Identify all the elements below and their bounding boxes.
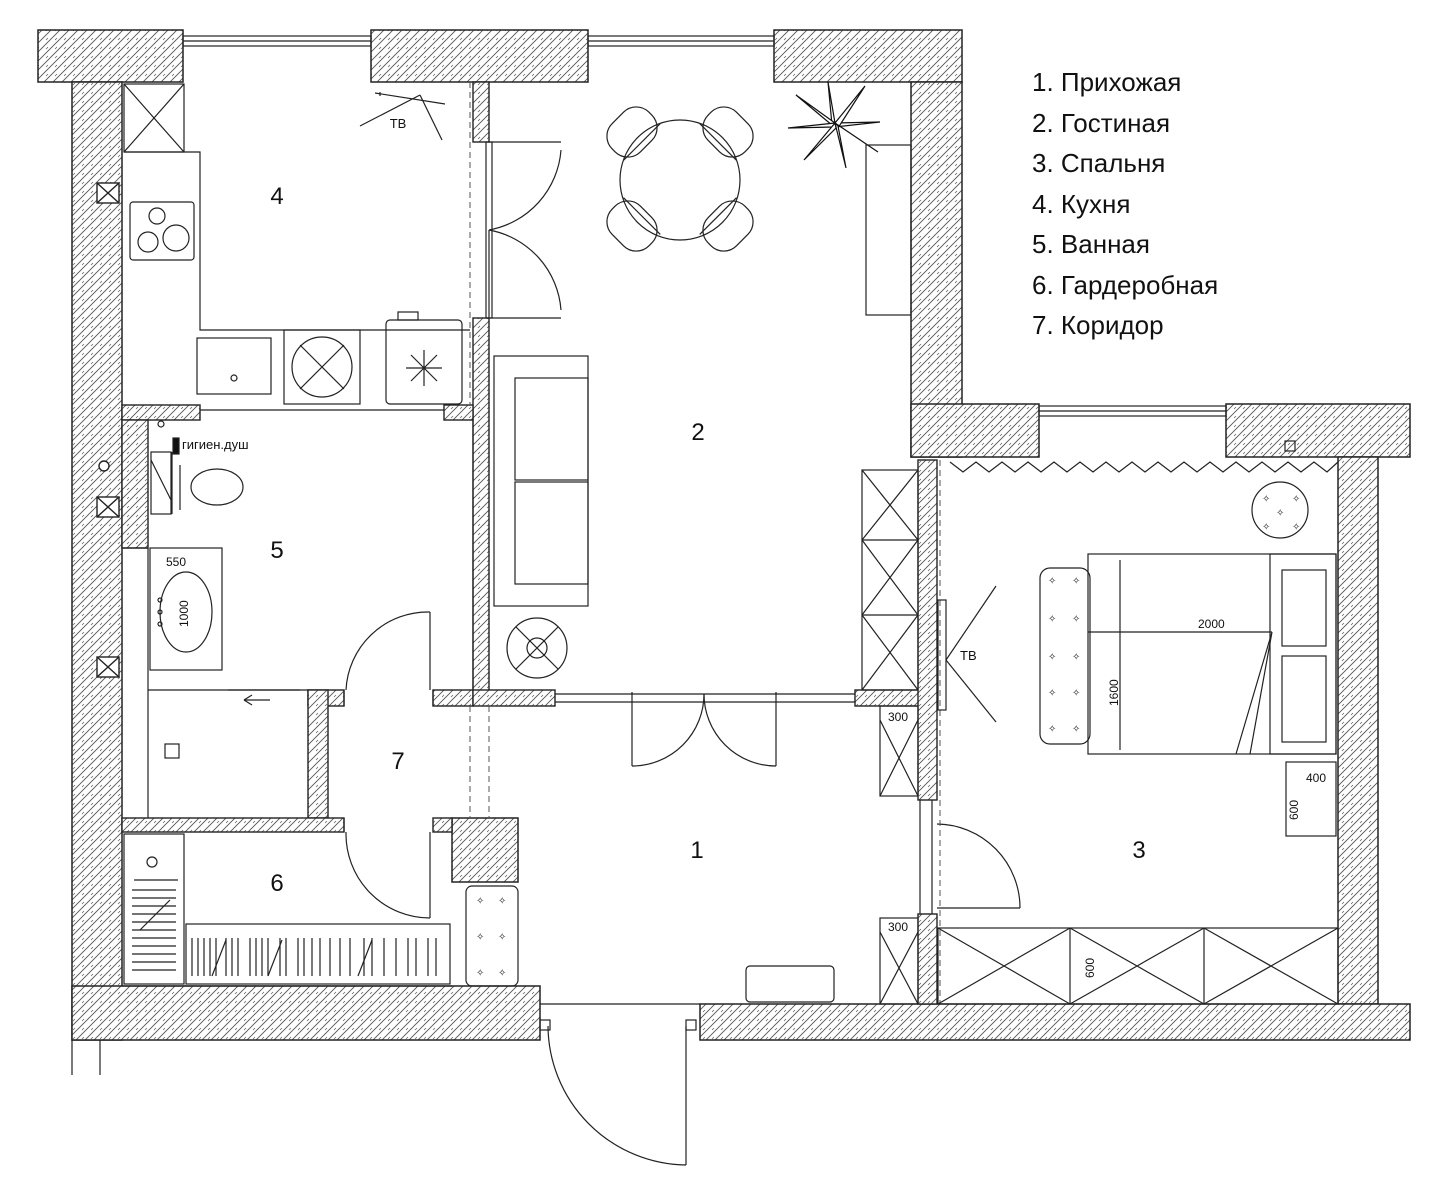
legend-item: 1. Прихожая — [1032, 67, 1182, 97]
svg-text:✧: ✧ — [1292, 494, 1300, 505]
svg-text:✧: ✧ — [1262, 494, 1270, 505]
room-number-6: 6 — [270, 870, 283, 897]
legend-item: 4. Кухня — [1032, 188, 1131, 219]
living-furniture — [493, 81, 919, 691]
windows — [182, 35, 1227, 417]
legend-item: 2. Гостиная — [1032, 107, 1171, 138]
room-number-2: 2 — [691, 419, 704, 446]
bed-length-dim: 2000 — [1198, 617, 1225, 631]
svg-text:✧: ✧ — [1292, 522, 1300, 533]
svg-text:✧: ✧ — [1048, 614, 1056, 625]
nightstand-width-dim: 400 — [1306, 771, 1326, 785]
doors — [228, 141, 1021, 1166]
svg-text:✧: ✧ — [476, 896, 484, 907]
room-number-7: 7 — [391, 748, 404, 775]
sink-width-dim: 550 — [166, 555, 186, 569]
svg-text:✧: ✧ — [1072, 652, 1080, 663]
shower-label: гигиен.душ — [182, 437, 249, 452]
radiators — [96, 182, 120, 678]
svg-text:✧: ✧ — [1276, 508, 1284, 519]
legend-item: 5. Ванная — [1032, 229, 1150, 259]
partitions — [122, 420, 474, 987]
room-number-5: 5 — [270, 537, 283, 564]
hall-furniture — [465, 705, 919, 1005]
bedroom-furniture — [937, 440, 1339, 1005]
svg-text:✧: ✧ — [1048, 724, 1056, 735]
legend-item: 7. Коридор — [1032, 310, 1164, 340]
svg-text:✧: ✧ — [498, 968, 506, 979]
svg-text:✧: ✧ — [498, 932, 506, 943]
svg-text:✧: ✧ — [1048, 688, 1056, 699]
sink-length-dim: 1000 — [177, 600, 191, 627]
bed-width-dim: 1600 — [1107, 679, 1121, 706]
wall-break-mark — [71, 1040, 101, 1075]
dressing-room-furniture — [123, 833, 451, 985]
room-number-3: 3 — [1132, 837, 1145, 864]
bedroom-tv-label: ТВ — [960, 648, 977, 663]
svg-text:✧: ✧ — [1072, 688, 1080, 699]
legend-item: 6. Гардеробная — [1032, 269, 1219, 300]
svg-text:✧: ✧ — [1262, 522, 1270, 533]
room-number-1: 1 — [690, 837, 703, 864]
room-number-4: 4 — [270, 183, 283, 210]
bathroom-fixtures — [149, 420, 244, 759]
wardrobe-depth-dim: 600 — [1083, 958, 1097, 978]
headboard-tufts: ✧ ✧ ✧ ✧ ✧ ✧ ✧ ✧ ✧ ✧ ✧ ✧ ✧ ✧ ✧ — [1048, 494, 1300, 735]
interior-walls — [121, 81, 938, 1005]
bench-tufts: ✧ ✧ ✧ ✧ ✧ ✧ — [476, 896, 506, 979]
svg-text:✧: ✧ — [498, 896, 506, 907]
kitchen-furniture — [123, 83, 470, 411]
svg-text:✧: ✧ — [476, 932, 484, 943]
legend-item: 3. Спальня — [1032, 148, 1166, 178]
cabinet-depth-dim-1: 300 — [888, 710, 908, 724]
room-legend: 1. Прихожая 2. Гостиная 3. Спальня 4. Ку… — [1032, 62, 1218, 346]
svg-text:✧: ✧ — [1072, 576, 1080, 587]
svg-text:✧: ✧ — [1048, 652, 1056, 663]
svg-text:✧: ✧ — [1072, 614, 1080, 625]
svg-text:✧: ✧ — [1048, 576, 1056, 587]
kitchen-tv-label: ТВ — [390, 116, 407, 131]
dashed-borders — [469, 82, 941, 1004]
cabinet-depth-dim-2: 300 — [888, 920, 908, 934]
svg-text:✧: ✧ — [1072, 724, 1080, 735]
exterior-walls — [37, 29, 1411, 1041]
svg-text:✧: ✧ — [476, 968, 484, 979]
nightstand-depth-dim: 600 — [1287, 800, 1301, 820]
